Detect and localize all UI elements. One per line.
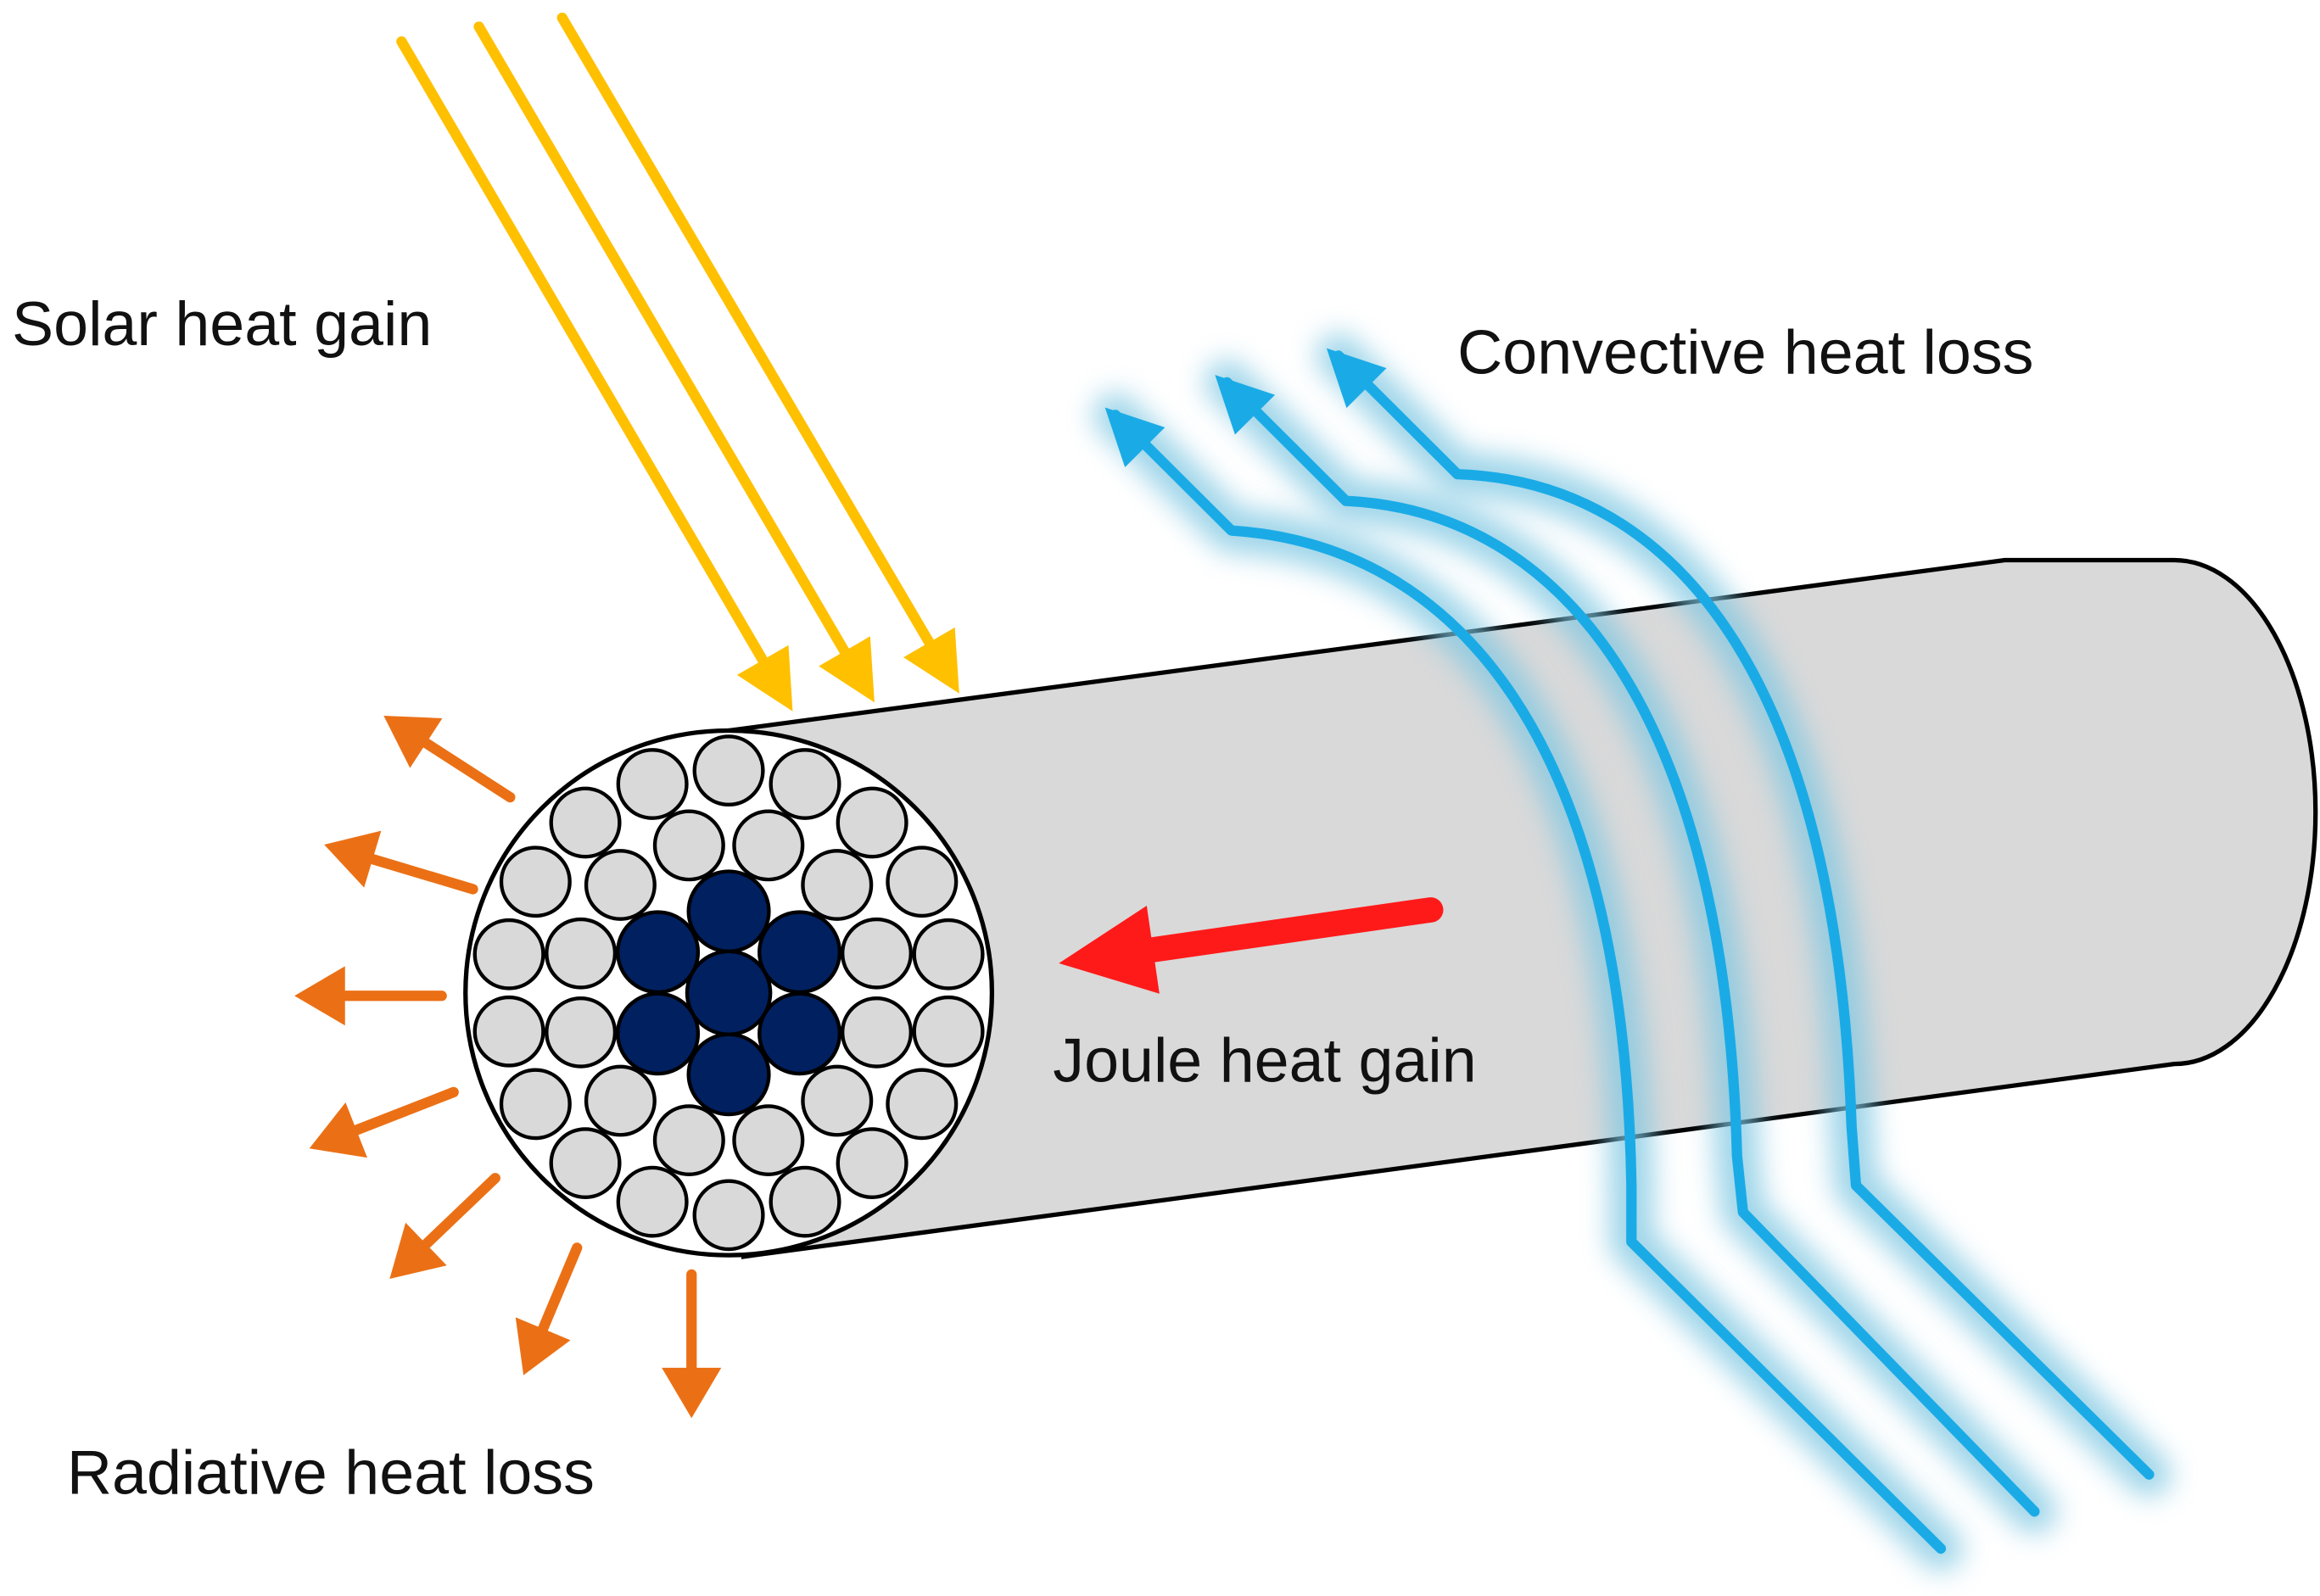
convective-heat-loss-arrows bbox=[1093, 333, 2172, 1571]
radiative-arrow-shaft bbox=[418, 1173, 500, 1252]
aluminum-strand bbox=[732, 1104, 805, 1177]
aluminum-strand bbox=[616, 748, 689, 820]
steel-strand bbox=[685, 949, 773, 1036]
aluminum-strand bbox=[912, 995, 985, 1068]
radiative-arrow bbox=[389, 1173, 500, 1280]
aluminum-strand bbox=[836, 786, 908, 859]
aluminum-strand bbox=[801, 849, 874, 921]
solar-heat-gain-arrows bbox=[396, 12, 959, 712]
steel-strand bbox=[616, 991, 701, 1076]
aluminum-strand bbox=[732, 809, 805, 882]
radiative-arrow-head bbox=[515, 1317, 571, 1376]
joule-arrow-head bbox=[1059, 906, 1160, 994]
aluminum-strand bbox=[912, 918, 985, 991]
radiative-arrow-shaft bbox=[418, 736, 516, 803]
conductor-cylinder bbox=[726, 557, 2318, 1259]
radiative-arrow-head bbox=[389, 1222, 447, 1280]
joule-heat-gain-arrow bbox=[1059, 897, 1444, 994]
joule-arrow-shaft bbox=[1137, 897, 1444, 963]
aluminum-strand bbox=[549, 1127, 622, 1199]
solar-arrow-shaft bbox=[556, 12, 936, 650]
convective-heat-loss-label: Convective heat loss bbox=[1457, 316, 2033, 387]
aluminum-strand bbox=[545, 996, 618, 1069]
aluminum-strand bbox=[801, 1064, 874, 1137]
convective-arrow-head bbox=[1215, 375, 1276, 435]
steel-strand bbox=[686, 1032, 771, 1117]
solar-arrow bbox=[556, 12, 959, 694]
aluminum-strand bbox=[616, 1165, 689, 1238]
conductor-cross-section bbox=[463, 728, 995, 1258]
radiative-arrow-shaft bbox=[348, 1086, 459, 1136]
convective-line bbox=[1110, 410, 1947, 1554]
aluminum-strand bbox=[499, 1068, 572, 1141]
steel-strand bbox=[616, 910, 701, 995]
convective-arrow-head bbox=[1326, 348, 1387, 409]
aluminum-strand bbox=[584, 1064, 657, 1137]
convective-flow-line bbox=[1205, 360, 2057, 1534]
steel-strand bbox=[757, 910, 842, 995]
convective-arrow-head bbox=[1104, 407, 1166, 467]
aluminum-strand bbox=[499, 845, 572, 918]
solar-heat-gain-label: Solar heat gain bbox=[12, 288, 432, 359]
aluminum-strand bbox=[549, 786, 622, 859]
convective-line bbox=[1221, 377, 2040, 1517]
aluminum-strand bbox=[886, 1068, 959, 1141]
radiative-heat-loss-label: Radiative heat loss bbox=[67, 1437, 595, 1508]
convective-flow-line bbox=[1316, 333, 2172, 1497]
radiative-arrow-head bbox=[294, 966, 345, 1026]
radiative-heat-loss-arrows bbox=[294, 716, 722, 1419]
convective-line bbox=[1333, 350, 2155, 1480]
solar-arrow-shaft bbox=[473, 21, 852, 660]
convective-flow-line bbox=[1093, 393, 1964, 1571]
radiative-arrow-head bbox=[324, 830, 382, 888]
aluminum-strand bbox=[584, 849, 657, 921]
aluminum-strand bbox=[652, 1104, 725, 1177]
solar-arrow-head bbox=[736, 645, 793, 712]
radiative-arrow bbox=[515, 1242, 583, 1376]
solar-arrow bbox=[473, 21, 875, 703]
radiative-arrow-head bbox=[383, 716, 443, 768]
steel-strand bbox=[757, 991, 842, 1076]
cylinder-body bbox=[726, 557, 2318, 1259]
radiative-arrow-head bbox=[662, 1367, 722, 1419]
steel-strand bbox=[686, 869, 771, 954]
aluminum-strand bbox=[840, 917, 914, 990]
solar-arrow bbox=[396, 36, 793, 712]
radiative-arrow bbox=[324, 830, 478, 895]
aluminum-strand bbox=[652, 809, 725, 882]
radiative-arrow-shaft bbox=[536, 1242, 583, 1337]
aluminum-strand bbox=[886, 845, 959, 918]
joule-arrow bbox=[1059, 897, 1444, 994]
aluminum-strand bbox=[545, 917, 618, 990]
strands-group bbox=[472, 734, 985, 1252]
radiative-arrow-shaft bbox=[364, 852, 478, 895]
solar-arrow-head bbox=[903, 627, 959, 694]
solar-arrow-head bbox=[819, 636, 875, 703]
radiative-arrow bbox=[294, 966, 447, 1026]
radiative-arrow bbox=[662, 1269, 722, 1419]
radiative-arrow-head bbox=[309, 1102, 367, 1158]
aluminum-strand bbox=[472, 918, 545, 991]
aluminum-strand bbox=[472, 995, 545, 1068]
aluminum-strand bbox=[840, 996, 914, 1069]
radiative-arrow bbox=[383, 716, 516, 803]
aluminum-strand bbox=[692, 734, 765, 807]
aluminum-strand bbox=[769, 748, 841, 820]
radiative-arrow bbox=[309, 1086, 459, 1158]
joule-heat-gain-label: Joule heat gain bbox=[1053, 1025, 1476, 1096]
solar-arrow-shaft bbox=[396, 36, 770, 668]
aluminum-strand bbox=[769, 1165, 841, 1238]
aluminum-strand bbox=[692, 1179, 765, 1252]
aluminum-strand bbox=[836, 1127, 908, 1199]
